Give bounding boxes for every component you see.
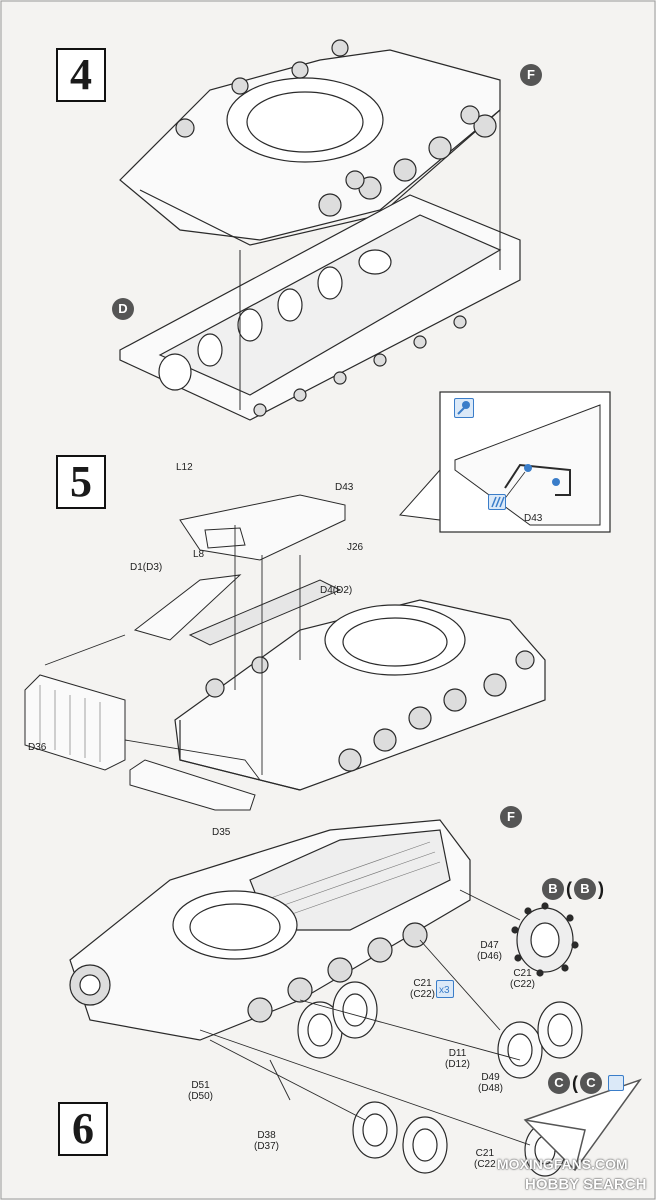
- watermark-moxingfans: MOXINGFANS.COM: [497, 1156, 628, 1172]
- label-l12: L12: [176, 462, 193, 473]
- step5-guide-lines: [44, 525, 301, 781]
- step-number-6: 6: [58, 1102, 108, 1156]
- marker-b: B: [542, 878, 564, 900]
- label-c21-b: C21(C22): [510, 968, 536, 990]
- label-d51: D51(D50): [188, 1080, 214, 1102]
- label-d36: D36: [28, 742, 47, 753]
- glue-x3-icon: x3: [436, 980, 454, 998]
- svg-text:x3: x3: [439, 985, 450, 996]
- label-c21-c: C21(C22: [474, 1148, 496, 1170]
- step5-detail-callout: [398, 391, 611, 533]
- marker-b-group: B ( B ): [542, 878, 604, 900]
- paren-close: ): [598, 878, 604, 899]
- label-d49: D49(D48): [478, 1072, 504, 1094]
- marker-d: D: [112, 298, 134, 320]
- paren-open-c: (: [572, 1072, 578, 1093]
- step6-hull: [69, 819, 471, 1041]
- marker-c-alt: C: [580, 1072, 602, 1094]
- blue-square-icon: [608, 1075, 624, 1091]
- label-d35: D35: [212, 827, 231, 838]
- label-l8: L8: [193, 549, 205, 560]
- paren-open: (: [566, 878, 572, 899]
- step6-guide-lines: [199, 889, 531, 1146]
- marker-c-group: C ( C: [548, 1072, 624, 1094]
- label-c21-a: C21(C22): [410, 978, 436, 1000]
- step4-guide-lines: [239, 80, 501, 410]
- label-d38: D38(D37): [254, 1130, 280, 1152]
- label-j26: J26: [347, 542, 364, 553]
- step-number-5: 5: [56, 455, 106, 509]
- step4-lower-hull: [119, 194, 521, 421]
- step5-engine-deck: [24, 494, 346, 811]
- marker-f-mid: F: [500, 806, 522, 828]
- marker-c: C: [548, 1072, 570, 1094]
- marker-b-alt: B: [574, 878, 596, 900]
- step4-upper-hull: [119, 39, 501, 246]
- paint-stripes-icon: [488, 494, 506, 510]
- label-d43-detail: D43: [524, 513, 543, 524]
- brush-icon: [454, 398, 474, 418]
- label-d1: D1(D3): [130, 562, 163, 573]
- watermark-hobby-search: HOBBY SEARCH: [525, 1176, 647, 1193]
- step5-hull: [174, 599, 546, 791]
- marker-f-top: F: [520, 64, 542, 86]
- label-d11: D11(D12): [445, 1048, 471, 1070]
- drive-sprocket: [511, 902, 579, 977]
- label-d4: D4(D2): [320, 585, 353, 596]
- label-d47: D47(D46): [477, 940, 503, 962]
- step-number-4: 4: [56, 48, 106, 102]
- label-d43: D43: [335, 482, 354, 493]
- paper-plane-icon: [523, 1078, 643, 1172]
